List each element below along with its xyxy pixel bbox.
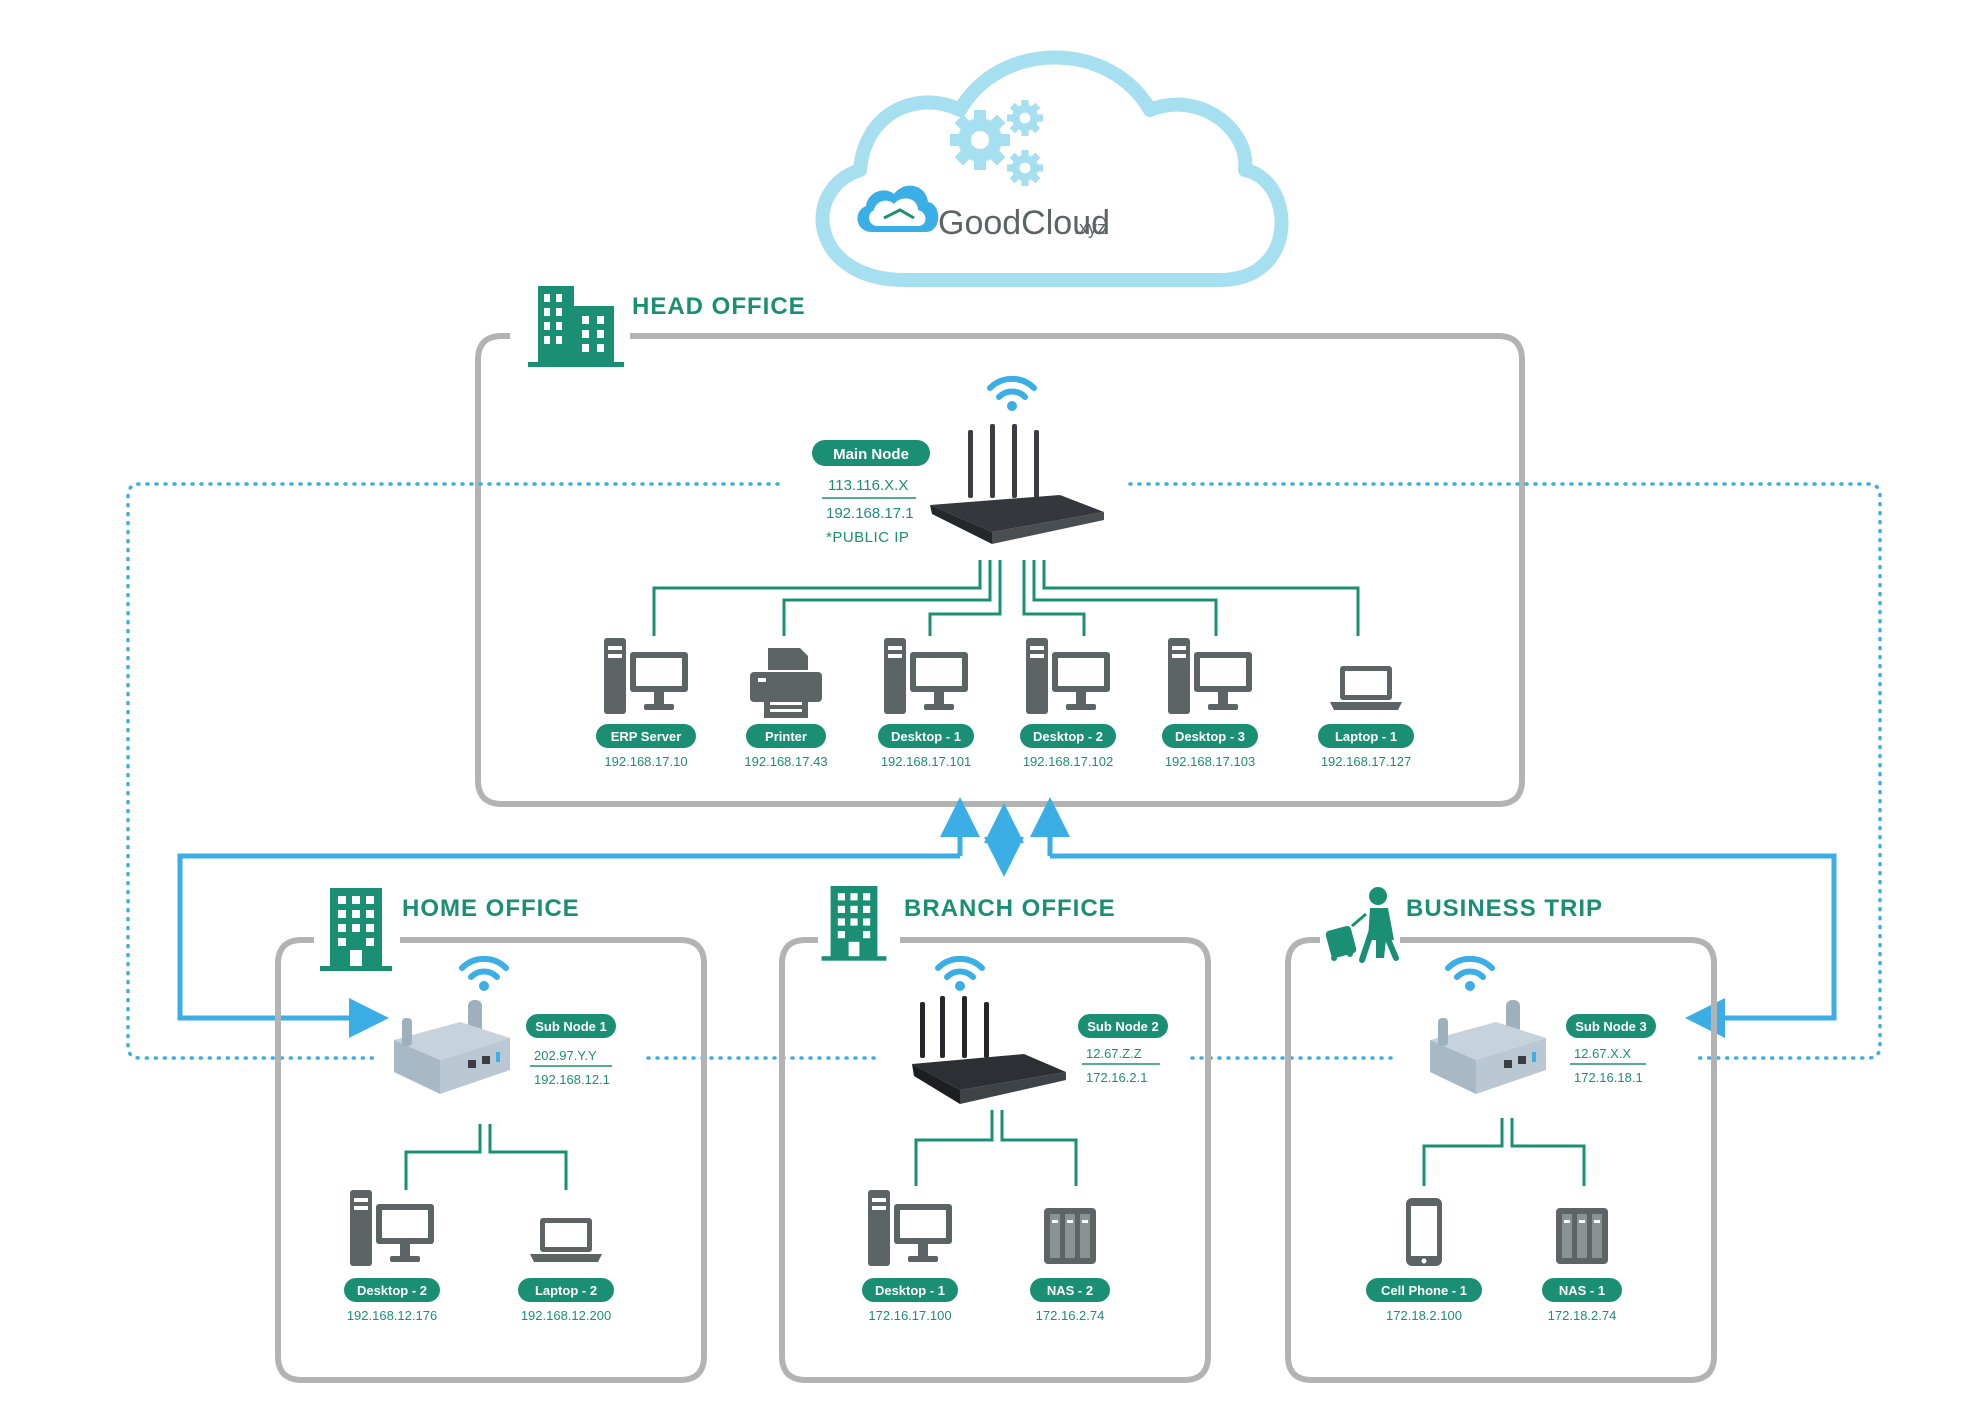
sub-node-1-badge xyxy=(526,1014,616,1038)
device-ip: 172.18.2.74 xyxy=(1548,1308,1617,1323)
device-ip: 192.168.12.200 xyxy=(521,1308,611,1323)
device-label: Laptop - 2 xyxy=(535,1283,597,1298)
cloud-brand-name: GoodCloud xyxy=(938,204,1110,242)
traveler-icon xyxy=(1325,887,1399,963)
sub-node-1-router xyxy=(394,1000,510,1094)
main-node-ip-public: 113.116.X.X xyxy=(828,477,908,494)
wifi-icon xyxy=(1448,959,1492,991)
laptop-icon xyxy=(1330,666,1402,710)
device-nas-2: NAS - 2 172.16.2.74 xyxy=(1030,1208,1110,1323)
device-ip: 172.18.2.100 xyxy=(1386,1308,1462,1323)
sub-node-3-ip-public: 12.67.X.X xyxy=(1574,1046,1631,1061)
head-office-wiring xyxy=(652,560,1360,636)
business-trip-title: BUSINESS TRIP xyxy=(1406,895,1603,922)
sub-node-2-ip-public: 12.67.Z.Z xyxy=(1086,1046,1142,1061)
device-cell-phone-1: Cell Phone - 1 172.18.2.100 xyxy=(1366,1198,1482,1323)
vpn-dotted-links xyxy=(126,482,1882,1060)
phone-icon xyxy=(1406,1198,1442,1266)
device-label: NAS - 1 xyxy=(1559,1283,1605,1298)
home-office-title: HOME OFFICE xyxy=(402,895,580,922)
sub-node-3-router xyxy=(1430,1000,1546,1094)
nas-icon xyxy=(1556,1208,1608,1264)
laptop-icon xyxy=(530,1218,602,1262)
device-label: NAS - 2 xyxy=(1047,1283,1093,1298)
device-label: Desktop - 1 xyxy=(891,729,961,744)
sub-node-3-ip-lan: 172.16.18.1 xyxy=(1574,1070,1643,1085)
home-office-panel: HOME OFFICE Sub Node 1 202.97.Y.Y 192.16… xyxy=(275,888,707,1383)
device-label: Desktop - 2 xyxy=(357,1283,427,1298)
sub-node-2-ip-lan: 172.16.2.1 xyxy=(1086,1070,1147,1085)
sub-node-2-label: Sub Node 2 xyxy=(1087,1019,1159,1034)
device-ip: 172.16.2.74 xyxy=(1036,1308,1105,1323)
desktop-icon xyxy=(1168,638,1252,714)
sub-node-2-router xyxy=(912,996,1066,1104)
device-ip: 192.168.17.101 xyxy=(881,754,971,769)
desktop-icon xyxy=(884,638,968,714)
wifi-icon xyxy=(990,379,1034,411)
device-laptop-1: Laptop - 1 192.168.17.127 xyxy=(1318,666,1414,769)
desktop-icon xyxy=(350,1190,434,1266)
device-desktop-2: Desktop - 2 192.168.17.102 xyxy=(1020,638,1116,769)
cloud: GoodCloud .xyz xyxy=(815,50,1289,287)
device-label: Desktop - 3 xyxy=(1175,729,1245,744)
goodcloud-logo-icon xyxy=(857,185,939,232)
main-node-label: Main Node xyxy=(833,446,909,463)
device-ip: 172.16.17.100 xyxy=(868,1308,951,1323)
wifi-icon xyxy=(938,959,982,991)
device-label: Desktop - 2 xyxy=(1033,729,1103,744)
device-label: ERP Server xyxy=(611,729,682,744)
device-ip: 192.168.17.127 xyxy=(1321,754,1411,769)
nas-icon xyxy=(1044,1208,1096,1264)
device-label: Printer xyxy=(765,729,807,744)
branch-office-building-icon xyxy=(821,886,887,961)
device-desktop-3: Desktop - 3 192.168.17.103 xyxy=(1162,638,1258,769)
desktop-icon xyxy=(868,1190,952,1266)
device-desktop-1: Desktop - 1 192.168.17.101 xyxy=(878,638,974,769)
branch-office-wiring xyxy=(914,1110,1078,1186)
device-ip: 192.168.17.43 xyxy=(744,754,827,769)
device-label: Laptop - 1 xyxy=(1335,729,1397,744)
branch-office-title: BRANCH OFFICE xyxy=(904,895,1116,922)
home-office-building-icon xyxy=(320,888,392,971)
main-node-ip-lan: 192.168.17.1 xyxy=(826,505,914,522)
sub-node-2-badge xyxy=(1078,1014,1168,1038)
main-node-info: Main Node 113.116.X.X 192.168.17.1 *PUBL… xyxy=(812,440,930,546)
device-ip: 192.168.17.103 xyxy=(1165,754,1255,769)
device-ip: 192.168.17.102 xyxy=(1023,754,1113,769)
desktop-icon xyxy=(604,638,688,714)
sub-node-1-ip-public: 202.97.Y.Y xyxy=(534,1048,597,1063)
main-node-badge xyxy=(812,440,930,466)
head-office-title: HEAD OFFICE xyxy=(632,293,806,320)
cloud-brand-suffix: .xyz xyxy=(1074,218,1106,238)
device-desktop-1-branch: Desktop - 1 172.16.17.100 xyxy=(862,1190,958,1323)
device-label: Desktop - 1 xyxy=(875,1283,945,1298)
home-office-wiring xyxy=(404,1124,568,1190)
wifi-icon xyxy=(462,959,506,991)
business-trip-wiring xyxy=(1422,1118,1586,1186)
business-trip-panel: BUSINESS TRIP Sub Node 3 12.67.X.X 172.1… xyxy=(1285,887,1717,1383)
printer-icon xyxy=(750,648,822,718)
main-node-note: *PUBLIC IP xyxy=(826,529,909,546)
device-erp-server: ERP Server 192.168.17.10 xyxy=(596,638,696,769)
device-nas-1: NAS - 1 172.18.2.74 xyxy=(1542,1208,1622,1323)
head-office-building-icon xyxy=(528,286,624,367)
device-desktop-2-home: Desktop - 2 192.168.12.176 xyxy=(344,1190,440,1323)
sub-node-3-label: Sub Node 3 xyxy=(1575,1019,1647,1034)
device-ip: 192.168.17.10 xyxy=(604,754,687,769)
desktop-icon xyxy=(1026,638,1110,714)
sub-node-1-label: Sub Node 1 xyxy=(535,1019,607,1034)
device-label: Cell Phone - 1 xyxy=(1381,1283,1467,1298)
branch-office-panel: BRANCH OFFICE Sub Node 2 12.67.Z.Z 172.1… xyxy=(779,886,1211,1383)
device-ip: 192.168.12.176 xyxy=(347,1308,437,1323)
head-office-devices: ERP Server 192.168.17.10 Printer 192.168… xyxy=(596,638,1414,769)
main-router xyxy=(930,379,1104,544)
sub-node-3-badge xyxy=(1566,1014,1656,1038)
device-printer: Printer 192.168.17.43 xyxy=(744,648,828,769)
device-laptop-2: Laptop - 2 192.168.12.200 xyxy=(518,1218,614,1323)
sub-node-1-ip-lan: 192.168.12.1 xyxy=(534,1072,610,1087)
